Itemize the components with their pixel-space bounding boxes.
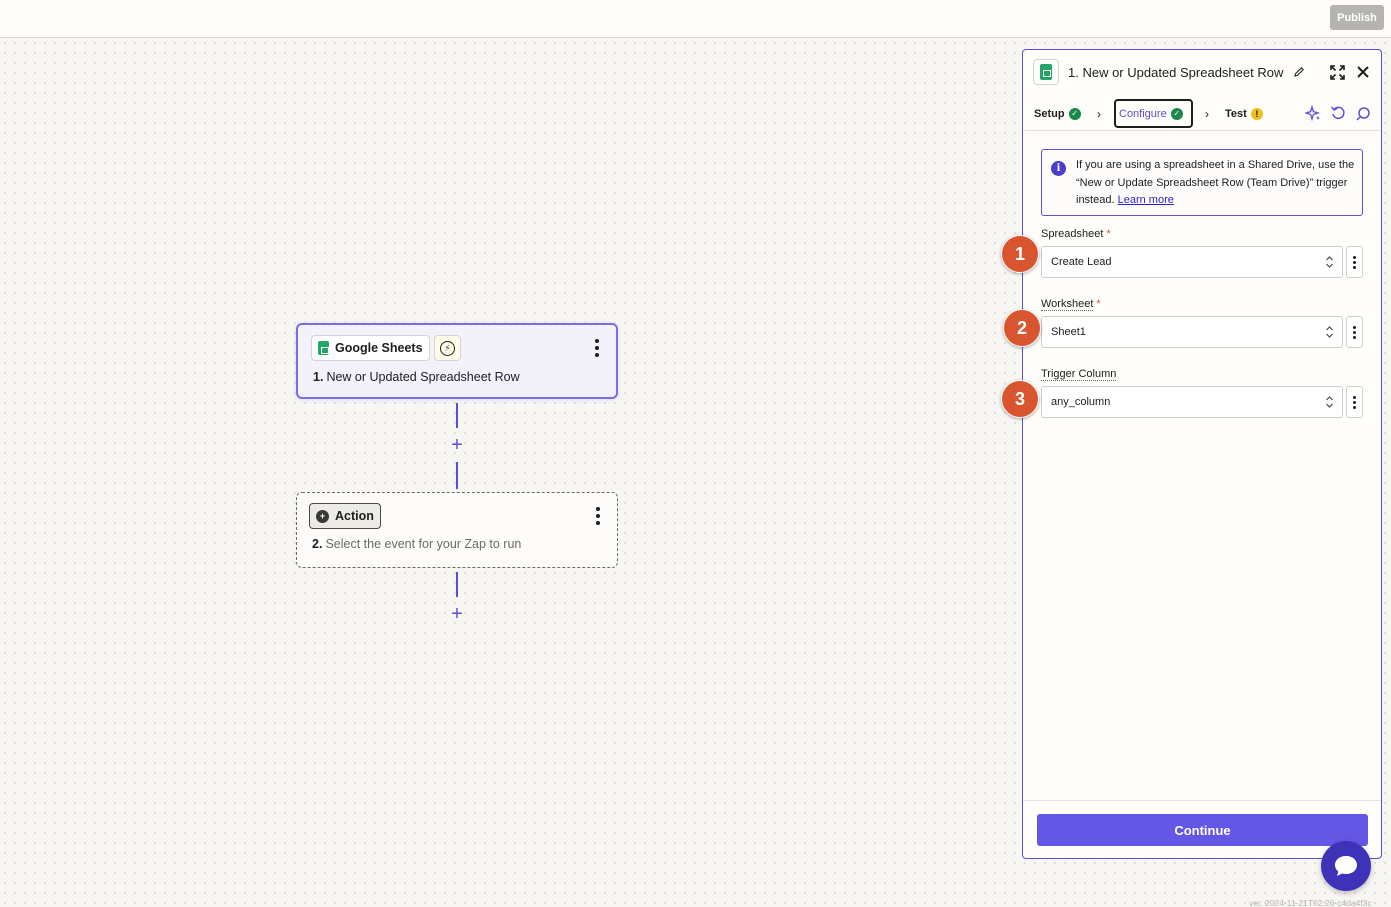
panel-footer: Continue [1023, 800, 1381, 858]
more-options-icon[interactable] [595, 507, 601, 525]
chat-icon[interactable] [1321, 841, 1371, 891]
trigger-step-card[interactable]: Google Sheets ⚡ 1.New or Updated Spreads… [296, 323, 618, 399]
comment-icon[interactable] [1355, 106, 1371, 122]
expand-icon[interactable] [1330, 65, 1345, 80]
google-sheets-icon [1033, 59, 1059, 85]
chevron-right-icon: › [1205, 107, 1209, 121]
pencil-icon[interactable] [1293, 66, 1305, 78]
check-circle-icon: ✓ [1068, 107, 1081, 120]
publish-button[interactable]: Publish [1330, 5, 1384, 30]
worksheet-label: Worksheet* [1041, 298, 1101, 311]
add-step-icon[interactable]: + [451, 434, 463, 456]
learn-more-link[interactable]: Learn more [1117, 194, 1174, 206]
close-icon[interactable] [1356, 65, 1370, 79]
trigger-column-label: Trigger Column [1041, 368, 1117, 381]
add-step-icon[interactable]: + [451, 603, 463, 625]
callout-badge-2: 2 [1003, 309, 1041, 347]
lightning-icon: ⚡ [440, 340, 455, 356]
app-name: Google Sheets [335, 341, 423, 355]
panel-header: 1. New or Updated Spreadsheet Row [1023, 50, 1381, 94]
top-bar: Publish [0, 0, 1391, 38]
step-title: 2.Select the event for your Zap to run [312, 537, 522, 551]
chevron-right-icon: › [1097, 107, 1101, 121]
connector-line [456, 462, 458, 489]
tab-configure[interactable]: Configure ✓ [1114, 99, 1193, 128]
sparkle-icon[interactable] [1305, 105, 1321, 121]
warning-icon: ! [1250, 107, 1263, 120]
callout-badge-3: 3 [1001, 380, 1039, 418]
spreadsheet-select[interactable]: Create Lead [1041, 246, 1343, 278]
version-label: ver. 2024-11-21T02:26-c4da4f3c [1249, 898, 1372, 907]
action-icon: + [316, 509, 329, 523]
app-chip-google-sheets: Google Sheets [311, 335, 430, 361]
check-circle-icon: ✓ [1170, 107, 1183, 120]
connector-line [456, 403, 458, 428]
action-step-card[interactable]: + Action 2.Select the event for your Zap… [296, 492, 618, 568]
info-icon: i [1051, 161, 1066, 176]
info-text: If you are using a spreadsheet in a Shar… [1076, 159, 1355, 206]
select-arrows-icon [1326, 396, 1333, 408]
tab-setup[interactable]: Setup ✓ [1034, 99, 1081, 128]
connector-line [456, 572, 458, 597]
spreadsheet-label: Spreadsheet* [1041, 228, 1111, 240]
callout-badge-1: 1 [1001, 235, 1039, 273]
app-name: Action [335, 509, 374, 523]
step-tabs: Setup ✓ › Configure ✓ › Test ! [1023, 95, 1381, 131]
info-banner: i If you are using a spreadsheet in a Sh… [1041, 149, 1363, 216]
undo-icon[interactable] [1330, 105, 1346, 121]
select-arrows-icon [1326, 326, 1333, 338]
tab-test[interactable]: Test ! [1225, 99, 1263, 128]
trigger-badge: ⚡ [434, 335, 461, 361]
field-options-button[interactable] [1346, 246, 1363, 278]
trigger-column-select[interactable]: any_column [1041, 386, 1343, 418]
continue-button[interactable]: Continue [1037, 814, 1368, 846]
field-options-button[interactable] [1346, 386, 1363, 418]
step-editor-panel: 1. New or Updated Spreadsheet Row Setup … [1001, 49, 1382, 859]
worksheet-select[interactable]: Sheet1 [1041, 316, 1343, 348]
field-options-button[interactable] [1346, 316, 1363, 348]
select-arrows-icon [1326, 256, 1333, 268]
app-chip-action: + Action [309, 503, 381, 529]
panel-title: 1. New or Updated Spreadsheet Row [1068, 65, 1284, 80]
google-sheets-icon [318, 341, 329, 355]
more-options-icon[interactable] [594, 339, 600, 357]
step-title: 1.New or Updated Spreadsheet Row [313, 370, 520, 384]
